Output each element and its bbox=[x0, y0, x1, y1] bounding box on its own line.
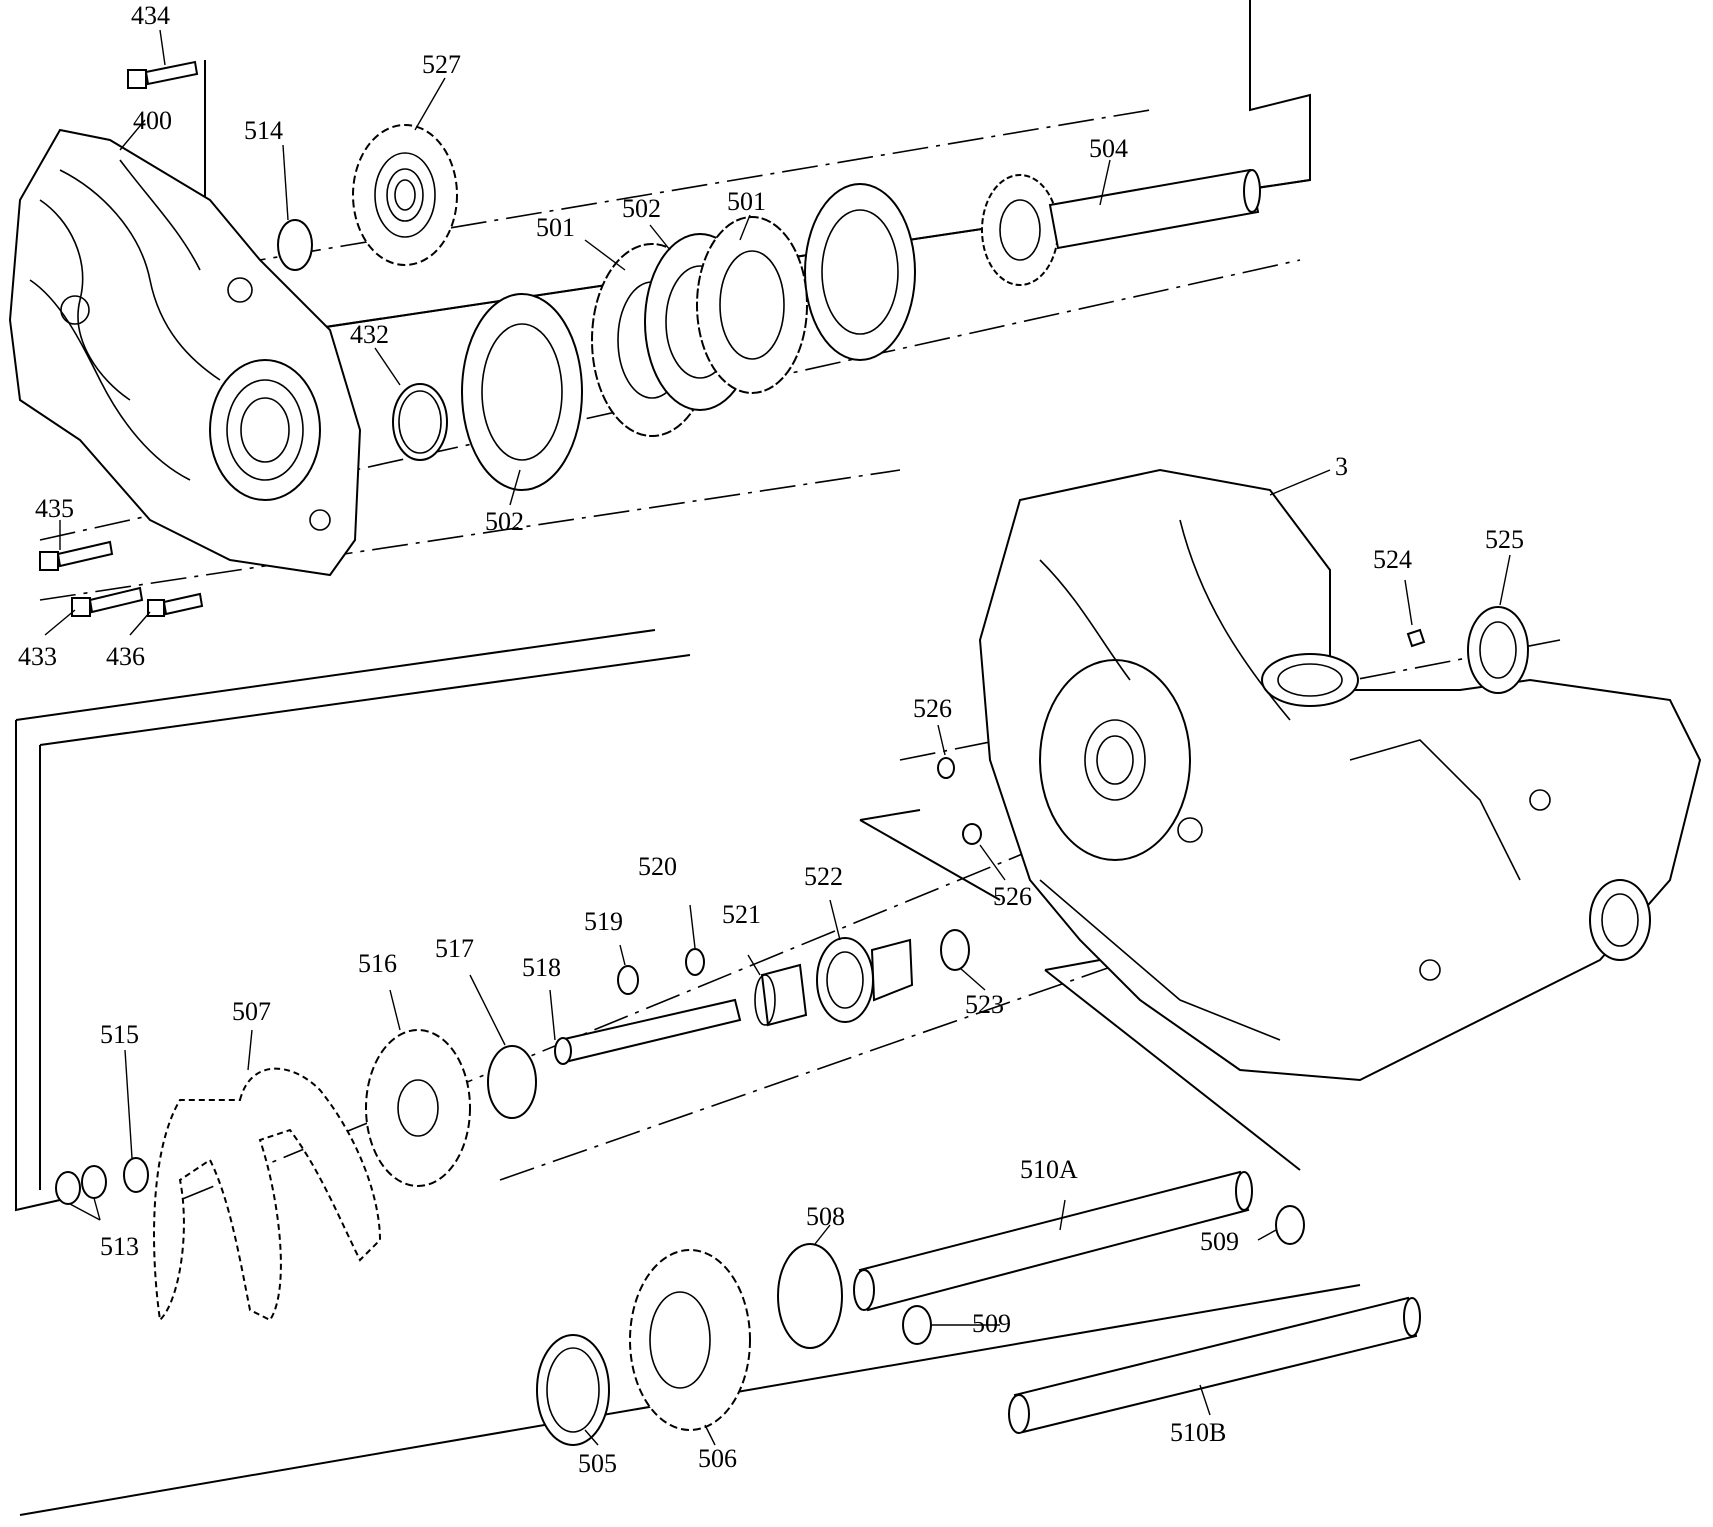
shaft-504 bbox=[981, 168, 1261, 286]
bolt-433 bbox=[71, 586, 144, 617]
label-505: 505 bbox=[578, 1449, 617, 1478]
label-436: 436 bbox=[106, 642, 145, 671]
label-506: 506 bbox=[698, 1444, 737, 1473]
seal-509-b bbox=[902, 1305, 932, 1345]
pin-526-b bbox=[962, 823, 982, 845]
washers-513 bbox=[55, 1165, 107, 1205]
seal-509-a bbox=[1275, 1205, 1305, 1245]
label-516: 516 bbox=[358, 949, 397, 978]
shaft-518 bbox=[554, 998, 742, 1065]
label-518: 518 bbox=[522, 953, 561, 982]
drive-chain-507 bbox=[153, 1067, 382, 1323]
callout-labels: 434 400 514 527 504 501 502 501 432 502 … bbox=[18, 1, 1524, 1478]
label-504: 504 bbox=[1089, 134, 1128, 163]
label-432: 432 bbox=[350, 320, 389, 349]
pin-526-a bbox=[937, 757, 955, 779]
label-522: 522 bbox=[804, 862, 843, 891]
clutch-plate-501-b bbox=[696, 216, 808, 394]
label-514: 514 bbox=[244, 116, 283, 145]
label-525: 525 bbox=[1485, 525, 1524, 554]
washer-519 bbox=[617, 965, 639, 995]
bushing-523 bbox=[940, 929, 970, 971]
label-513: 513 bbox=[100, 1232, 139, 1261]
label-502-b: 502 bbox=[485, 507, 524, 536]
seal-525 bbox=[1467, 606, 1529, 694]
axle-shaft-510b bbox=[1008, 1296, 1421, 1434]
label-526-a: 526 bbox=[913, 694, 952, 723]
label-523: 523 bbox=[965, 990, 1004, 1019]
bearing-521 bbox=[754, 963, 808, 1027]
label-519: 519 bbox=[584, 907, 623, 936]
axle-shaft-510a bbox=[853, 1170, 1253, 1312]
sprocket-516 bbox=[365, 1029, 471, 1187]
seal-ring-432 bbox=[392, 383, 448, 461]
label-515: 515 bbox=[100, 1020, 139, 1049]
label-507: 507 bbox=[232, 997, 271, 1026]
label-502-a: 502 bbox=[622, 194, 661, 223]
washer-515 bbox=[123, 1157, 149, 1193]
label-510a: 510A bbox=[1020, 1155, 1078, 1184]
label-434: 434 bbox=[131, 1, 170, 30]
bolt-434 bbox=[127, 60, 199, 89]
label-509-a: 509 bbox=[1200, 1227, 1239, 1256]
label-400: 400 bbox=[133, 106, 172, 135]
snap-ring-514 bbox=[277, 219, 313, 271]
thrust-washer-505 bbox=[536, 1334, 610, 1446]
label-509-b: 509 bbox=[972, 1309, 1011, 1338]
snap-ring-517 bbox=[487, 1045, 537, 1119]
label-3: 3 bbox=[1335, 452, 1348, 481]
label-501-a: 501 bbox=[536, 213, 575, 242]
label-510b: 510B bbox=[1170, 1418, 1226, 1447]
bolt-435 bbox=[39, 540, 114, 571]
label-526-b: 526 bbox=[993, 882, 1032, 911]
case-cover-400 bbox=[8, 128, 362, 577]
sleeve-522 bbox=[816, 937, 914, 1023]
plug-524 bbox=[1406, 628, 1426, 648]
driven-sprocket-506 bbox=[629, 1249, 751, 1431]
snap-ring-508 bbox=[777, 1243, 843, 1349]
label-524: 524 bbox=[1373, 545, 1412, 574]
washer-520 bbox=[685, 948, 705, 976]
speed-sensor-rotor-527 bbox=[352, 124, 458, 266]
clutch-plate-502-front bbox=[461, 293, 583, 491]
label-435: 435 bbox=[35, 494, 74, 523]
label-508: 508 bbox=[806, 1202, 845, 1231]
transaxle-case-3 bbox=[978, 468, 1702, 1082]
label-517: 517 bbox=[435, 934, 474, 963]
label-520: 520 bbox=[638, 852, 677, 881]
clutch-plate-end bbox=[804, 183, 916, 361]
label-521: 521 bbox=[722, 900, 761, 929]
leader-lines bbox=[44, 29, 1511, 1446]
label-527: 527 bbox=[422, 50, 461, 79]
label-501-b: 501 bbox=[727, 187, 766, 216]
bolt-436 bbox=[147, 592, 204, 617]
label-433: 433 bbox=[18, 642, 57, 671]
